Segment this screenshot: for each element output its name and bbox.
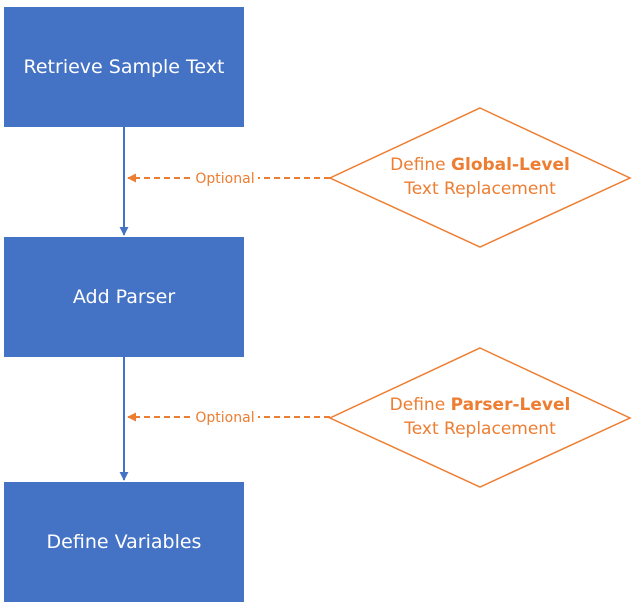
step-label: Retrieve Sample Text bbox=[24, 56, 225, 78]
diamond-text-line2: Text Replacement bbox=[403, 419, 556, 439]
optional-global-level: Define Global-Level Text Replacement bbox=[328, 107, 632, 248]
optional-parser-level: Define Parser-Level Text Replacement bbox=[328, 347, 632, 488]
step-box bbox=[4, 237, 244, 357]
optional-label-bg bbox=[192, 407, 258, 427]
diamond-text-line2: Text Replacement bbox=[403, 179, 556, 199]
optional-label: Optional bbox=[195, 410, 254, 426]
optional-label-bg bbox=[192, 168, 258, 188]
step-box bbox=[4, 7, 244, 127]
step-add-parser: Add Parser bbox=[4, 237, 244, 357]
optional-label: Optional bbox=[195, 171, 254, 187]
diamond-text-line1: Define Parser-Level bbox=[390, 395, 571, 415]
step-box bbox=[4, 482, 244, 602]
step-define-variables: Define Variables bbox=[4, 482, 244, 602]
diamond-text-line1: Define Global-Level bbox=[390, 155, 570, 175]
step-retrieve-sample-text: Retrieve Sample Text bbox=[4, 7, 244, 127]
decision-diamond bbox=[328, 347, 632, 488]
step-label: Define Variables bbox=[47, 531, 202, 553]
step-label: Add Parser bbox=[73, 286, 175, 308]
decision-diamond bbox=[328, 107, 632, 248]
